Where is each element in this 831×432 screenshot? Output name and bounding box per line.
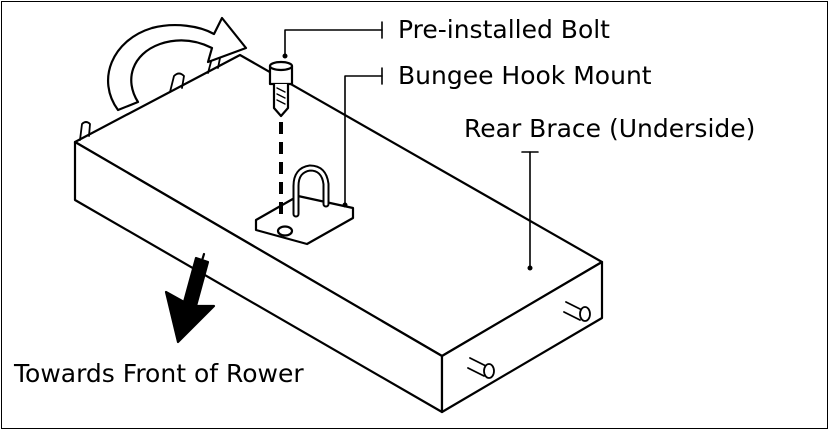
leader-lines [284, 21, 539, 271]
brace-pegs-side [467, 301, 591, 379]
mount-hole [276, 225, 294, 237]
direction-arrow-icon [164, 252, 216, 344]
label-bungee-hook-mount: Bungee Hook Mount [398, 61, 652, 90]
leader-hook [344, 75, 383, 206]
label-pre-installed-bolt: Pre-installed Bolt [398, 15, 610, 44]
leader-bolt [284, 29, 383, 57]
pre-installed-bolt [268, 53, 294, 118]
rotate-arrow-icon [107, 16, 248, 112]
bolt-shaft [272, 82, 290, 118]
label-rear-brace: Rear Brace (Underside) [464, 114, 755, 143]
label-towards-front: Towards Front of Rower [13, 359, 304, 388]
